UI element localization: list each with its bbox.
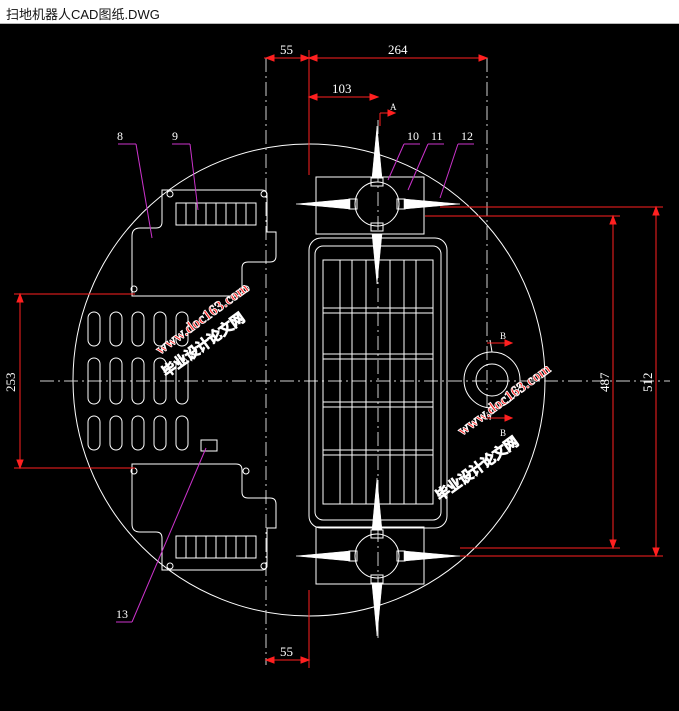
cad-canvas[interactable]: 55 264 103 55 253 487 512 A B B 8 9 10 1… <box>0 24 679 706</box>
upper-side-brush-hub <box>354 181 400 227</box>
bolt <box>260 562 268 570</box>
dim-top-55: 55 <box>280 42 293 57</box>
part-label-13: 13 <box>116 607 128 621</box>
part-label-10: 10 <box>407 129 419 143</box>
brush-bristles <box>295 125 461 637</box>
dimension-lines <box>14 50 663 668</box>
vent-slots <box>87 311 189 451</box>
power-switch <box>200 439 218 452</box>
watermark-upper: www.doc163.com 毕业设计论文网 <box>153 279 253 381</box>
watermark-lower: www.doc163.com 毕业设计论文网 <box>432 360 555 504</box>
dimension-texts: 55 264 103 55 253 487 512 A B B <box>3 42 655 659</box>
lower-side-brush-hub <box>354 533 400 579</box>
bolt <box>242 467 250 475</box>
dim-right-512: 512 <box>640 373 655 393</box>
part-label-texts: 8 9 10 11 12 13 <box>116 129 473 621</box>
bolt <box>130 285 138 293</box>
dim-left-253: 253 <box>3 373 18 393</box>
dim-top-264: 264 <box>388 42 408 57</box>
roller-frame-inner <box>314 245 442 521</box>
lower-wheel-tread <box>185 536 247 558</box>
cad-drawing: 55 264 103 55 253 487 512 A B B 8 9 10 1… <box>3 42 670 668</box>
part-label-12: 12 <box>461 129 473 143</box>
section-label-b-lower: B <box>500 428 506 438</box>
watermark-cn: 毕业设计论文网 <box>433 433 522 504</box>
dim-top-103: 103 <box>332 81 352 96</box>
caster-wheel-inner <box>475 363 509 397</box>
title-bar: 扫地机器人CAD图纸.DWG <box>0 0 679 24</box>
section-label-a: A <box>390 102 397 112</box>
upper-wheel-tread <box>185 203 247 225</box>
dim-right-487: 487 <box>597 372 612 392</box>
bolt <box>260 190 268 198</box>
bolt <box>242 285 250 293</box>
drawing-geometry <box>40 58 670 665</box>
part-label-8: 8 <box>117 129 123 143</box>
dim-bottom-55: 55 <box>280 644 293 659</box>
roller-cage-detail <box>323 260 433 504</box>
part-label-11: 11 <box>431 129 443 143</box>
bolt <box>166 190 174 198</box>
part-leaders <box>116 143 474 623</box>
part-label-9: 9 <box>172 129 178 143</box>
upper-bracket-plate <box>131 189 277 297</box>
window-title: 扫地机器人CAD图纸.DWG <box>6 7 160 22</box>
lower-bracket-plate <box>131 463 277 571</box>
bolt <box>166 562 174 570</box>
section-label-b-upper: B <box>500 331 506 341</box>
